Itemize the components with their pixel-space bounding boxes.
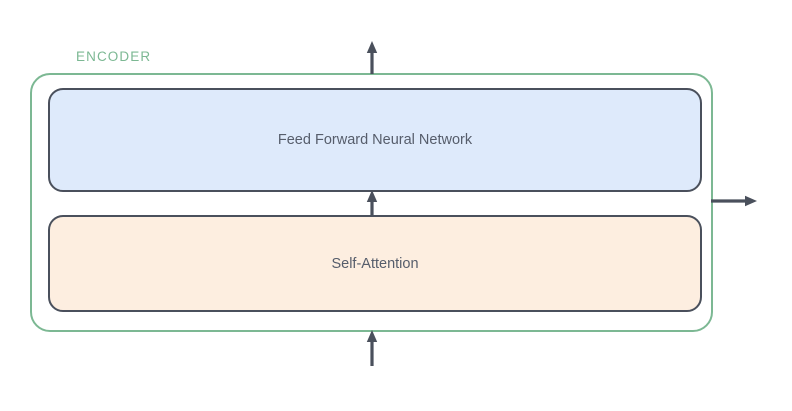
arrow-right-icon-output-right [711, 190, 759, 212]
feed-forward-neural-network-block: Feed Forward Neural Network [48, 88, 702, 192]
self-attention-label: Self-Attention [331, 255, 419, 272]
arrow-up-icon-between-blocks [359, 190, 385, 216]
arrow-up-icon-input-bottom [359, 330, 385, 366]
encoder-label: ENCODER [76, 49, 152, 64]
feed-forward-neural-network-label: Feed Forward Neural Network [277, 132, 473, 148]
self-attention-block: Self-Attention [48, 215, 702, 312]
arrow-up-icon-output-top [359, 41, 385, 74]
